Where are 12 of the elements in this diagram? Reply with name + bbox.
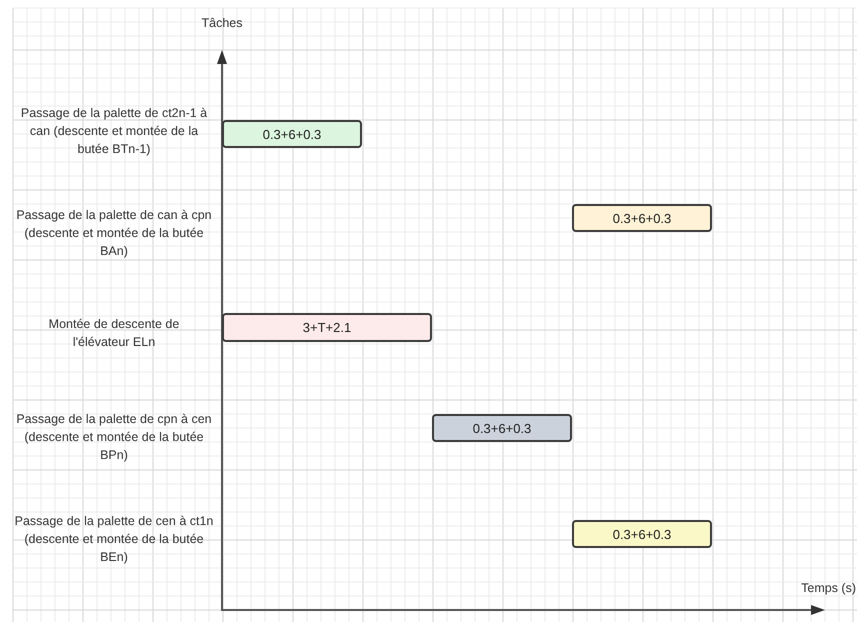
axis-title: Temps (s) <box>800 580 856 597</box>
task-label: Passage de la palette de ct2n-1 à can (descente et montée de la butée BTn-1) <box>20 105 208 158</box>
task-label: Passage de la palette de cen à ct1n (descente et montée de la butée BEn) <box>14 513 214 566</box>
task-duration-bar: 0.3+6+0.3 <box>572 520 712 548</box>
task-duration-bar: 0.3+6+0.3 <box>222 120 362 148</box>
task-duration-bar: 3+T+2.1 <box>222 313 432 342</box>
task-label: Passage de la palette de cpn à cen (descente et montée de la butée BPn) <box>15 411 213 464</box>
task-label: Montée de descente de l'élévateur ELn <box>48 316 180 351</box>
task-label: Passage de la palette de can à cpn (descente et montée de la butée BAn) <box>15 207 213 260</box>
axis-title: Tâches <box>200 15 244 32</box>
task-duration-bar: 0.3+6+0.3 <box>572 204 712 232</box>
task-duration-bar: 0.3+6+0.3 <box>432 414 572 442</box>
